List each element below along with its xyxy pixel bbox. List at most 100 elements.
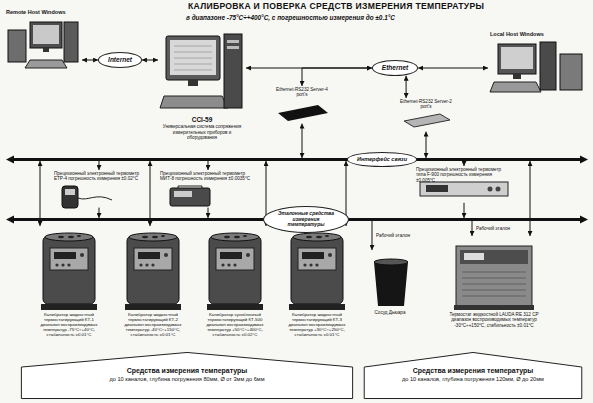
dewar-vessel [374, 262, 408, 306]
calibrator: Калибратор жидкостный термостатирующий К… [34, 226, 104, 338]
interface-bus: Интерфейс связи [14, 158, 580, 161]
knob [496, 187, 501, 192]
port-server: Ethernet-RS232 Server-2 port's [394, 98, 458, 132]
node-title: Ethernet [382, 64, 408, 71]
thermometer-display [65, 189, 75, 195]
band-shape [364, 352, 582, 398]
connector-line [530, 161, 531, 236]
band-outline [362, 352, 584, 399]
node-title: CCI-59 [160, 116, 244, 123]
diagram-title: КАЛИБРОВКА И ПОВЕРКА СРЕДСТВ ИЗМЕРЕНИЯ Т… [188, 2, 484, 12]
keyboard [490, 82, 541, 92]
printer [560, 54, 582, 90]
portable-thermometer [170, 188, 210, 206]
thermometer: Прецизионный электронный термометр ETP-4… [52, 170, 146, 208]
thermometer-display [174, 191, 192, 197]
calibrator: Калибратор жидкостный термостатирующий К… [282, 226, 352, 338]
node-title: Эталонные средства измерения температуры [275, 211, 337, 228]
connector-line [418, 68, 488, 69]
calibrator-drawing [125, 233, 181, 310]
connector-line [208, 208, 209, 218]
band-shape [21, 352, 352, 398]
node-title: Internet [108, 56, 132, 63]
monitor-screen [33, 25, 59, 44]
thermometer: Прецизионный электронный термометр МИТ-8… [158, 170, 258, 208]
monitor-stand [513, 74, 521, 79]
node-caption: до 10 каналов, глубина погружения 80мм, … [20, 376, 354, 382]
port-server-device [404, 114, 450, 127]
keyboard [160, 96, 228, 108]
connector-line [302, 68, 372, 86]
connector-line [142, 60, 158, 61]
bus-label-ellipse: Интерфейс связи [347, 152, 417, 166]
range-band: Средства измерения температурыдо 10 кана… [362, 352, 584, 399]
node-caption: Универсальная система сопряжения измерит… [160, 124, 244, 140]
connector-line [208, 161, 209, 170]
connector-line [82, 60, 98, 61]
node-title: Прецизионный электронный термометр ETP-4… [54, 171, 144, 182]
edge-label: Рабочий эталон [375, 233, 411, 238]
calibrator-drawing [289, 233, 345, 310]
label-block: в диапазоне -75°С÷+400°С, с погрешностью… [186, 14, 395, 21]
port-server: Ethernet-RS232 Server-4 port's [270, 86, 334, 124]
monitor [30, 22, 62, 48]
subtitle-note: в диапазоне -75°С÷+400°С, с погрешностью… [186, 14, 395, 21]
calibrator: Калибратор жидкостный термостатирующий К… [118, 226, 188, 338]
bath-body [456, 246, 532, 306]
node-title: Прецизионный электронный термометр типа … [416, 167, 512, 183]
monitor-stand [43, 48, 49, 52]
band-outline [18, 352, 356, 399]
connector-line [464, 203, 465, 218]
node-title: Ethernet-RS232 Server-2 port's [396, 99, 456, 110]
node-title: Калибратор жидкостный термостатирующий К… [36, 312, 102, 337]
connector-line [472, 221, 473, 236]
network-bubble: Internet [98, 52, 142, 67]
edge-label-block: Рабочий эталон [375, 233, 411, 238]
bus-arrowhead [6, 216, 14, 224]
edge-label-block: Рабочий эталон [475, 226, 511, 231]
monitor-screen [501, 47, 533, 69]
monitor [498, 44, 536, 74]
connector-line [150, 161, 151, 226]
bus-arrowhead [580, 156, 588, 164]
calibrator-drawing [41, 233, 97, 310]
screen-grid [174, 46, 212, 70]
handheld-thermometer [62, 186, 78, 208]
title-block: КАЛИБРОВКА И ПОВЕРКА СРЕДСТВ ИЗМЕРЕНИЯ Т… [188, 2, 484, 12]
connector-line [99, 208, 100, 218]
connector-line [99, 161, 100, 170]
node-title: Калибратор жидкостный термостатирующий К… [120, 312, 186, 337]
case-handle [178, 186, 202, 188]
pc-tower [64, 22, 78, 62]
node-title: Remote Host Windows [6, 9, 80, 15]
node-title: Средства измерения температуры [364, 367, 582, 375]
port-server-device [278, 105, 328, 121]
bus-arrowhead [580, 216, 588, 224]
knob [488, 187, 493, 192]
connector-line [40, 161, 41, 226]
interface-computer: CCI-59Универсальная система сопряжения и… [158, 30, 246, 141]
node-title: Сосуд Дьюара [360, 310, 420, 315]
connector-line [464, 161, 465, 166]
zero-point-vessel: Сосуд Дьюара [358, 250, 422, 316]
dewar-rim [374, 259, 408, 265]
pc-tower [540, 42, 556, 90]
monitor [166, 36, 220, 80]
drive-slot [227, 46, 239, 49]
calibrator-drawing [207, 233, 263, 310]
probe-cable [78, 197, 112, 200]
thermometer: Прецизионный электронный термометр типа … [414, 166, 514, 203]
host-computer: Local Host Windows [488, 30, 584, 98]
connector-line [426, 132, 427, 158]
node-title: Ethernet-RS232 Server-4 port's [272, 87, 332, 98]
connector-line [302, 124, 303, 158]
bench-thermometer [420, 182, 508, 196]
pc-tower [224, 34, 242, 108]
node-caption: до 10 каналов, глубина погружения 120мм,… [364, 376, 582, 382]
node-title: Интерфейс связи [357, 156, 407, 162]
host-computer: Remote Host Windows [4, 8, 82, 74]
pc-tower [8, 30, 26, 62]
calibrator: Калибратор сухоблочный термостатирующий … [200, 226, 270, 338]
